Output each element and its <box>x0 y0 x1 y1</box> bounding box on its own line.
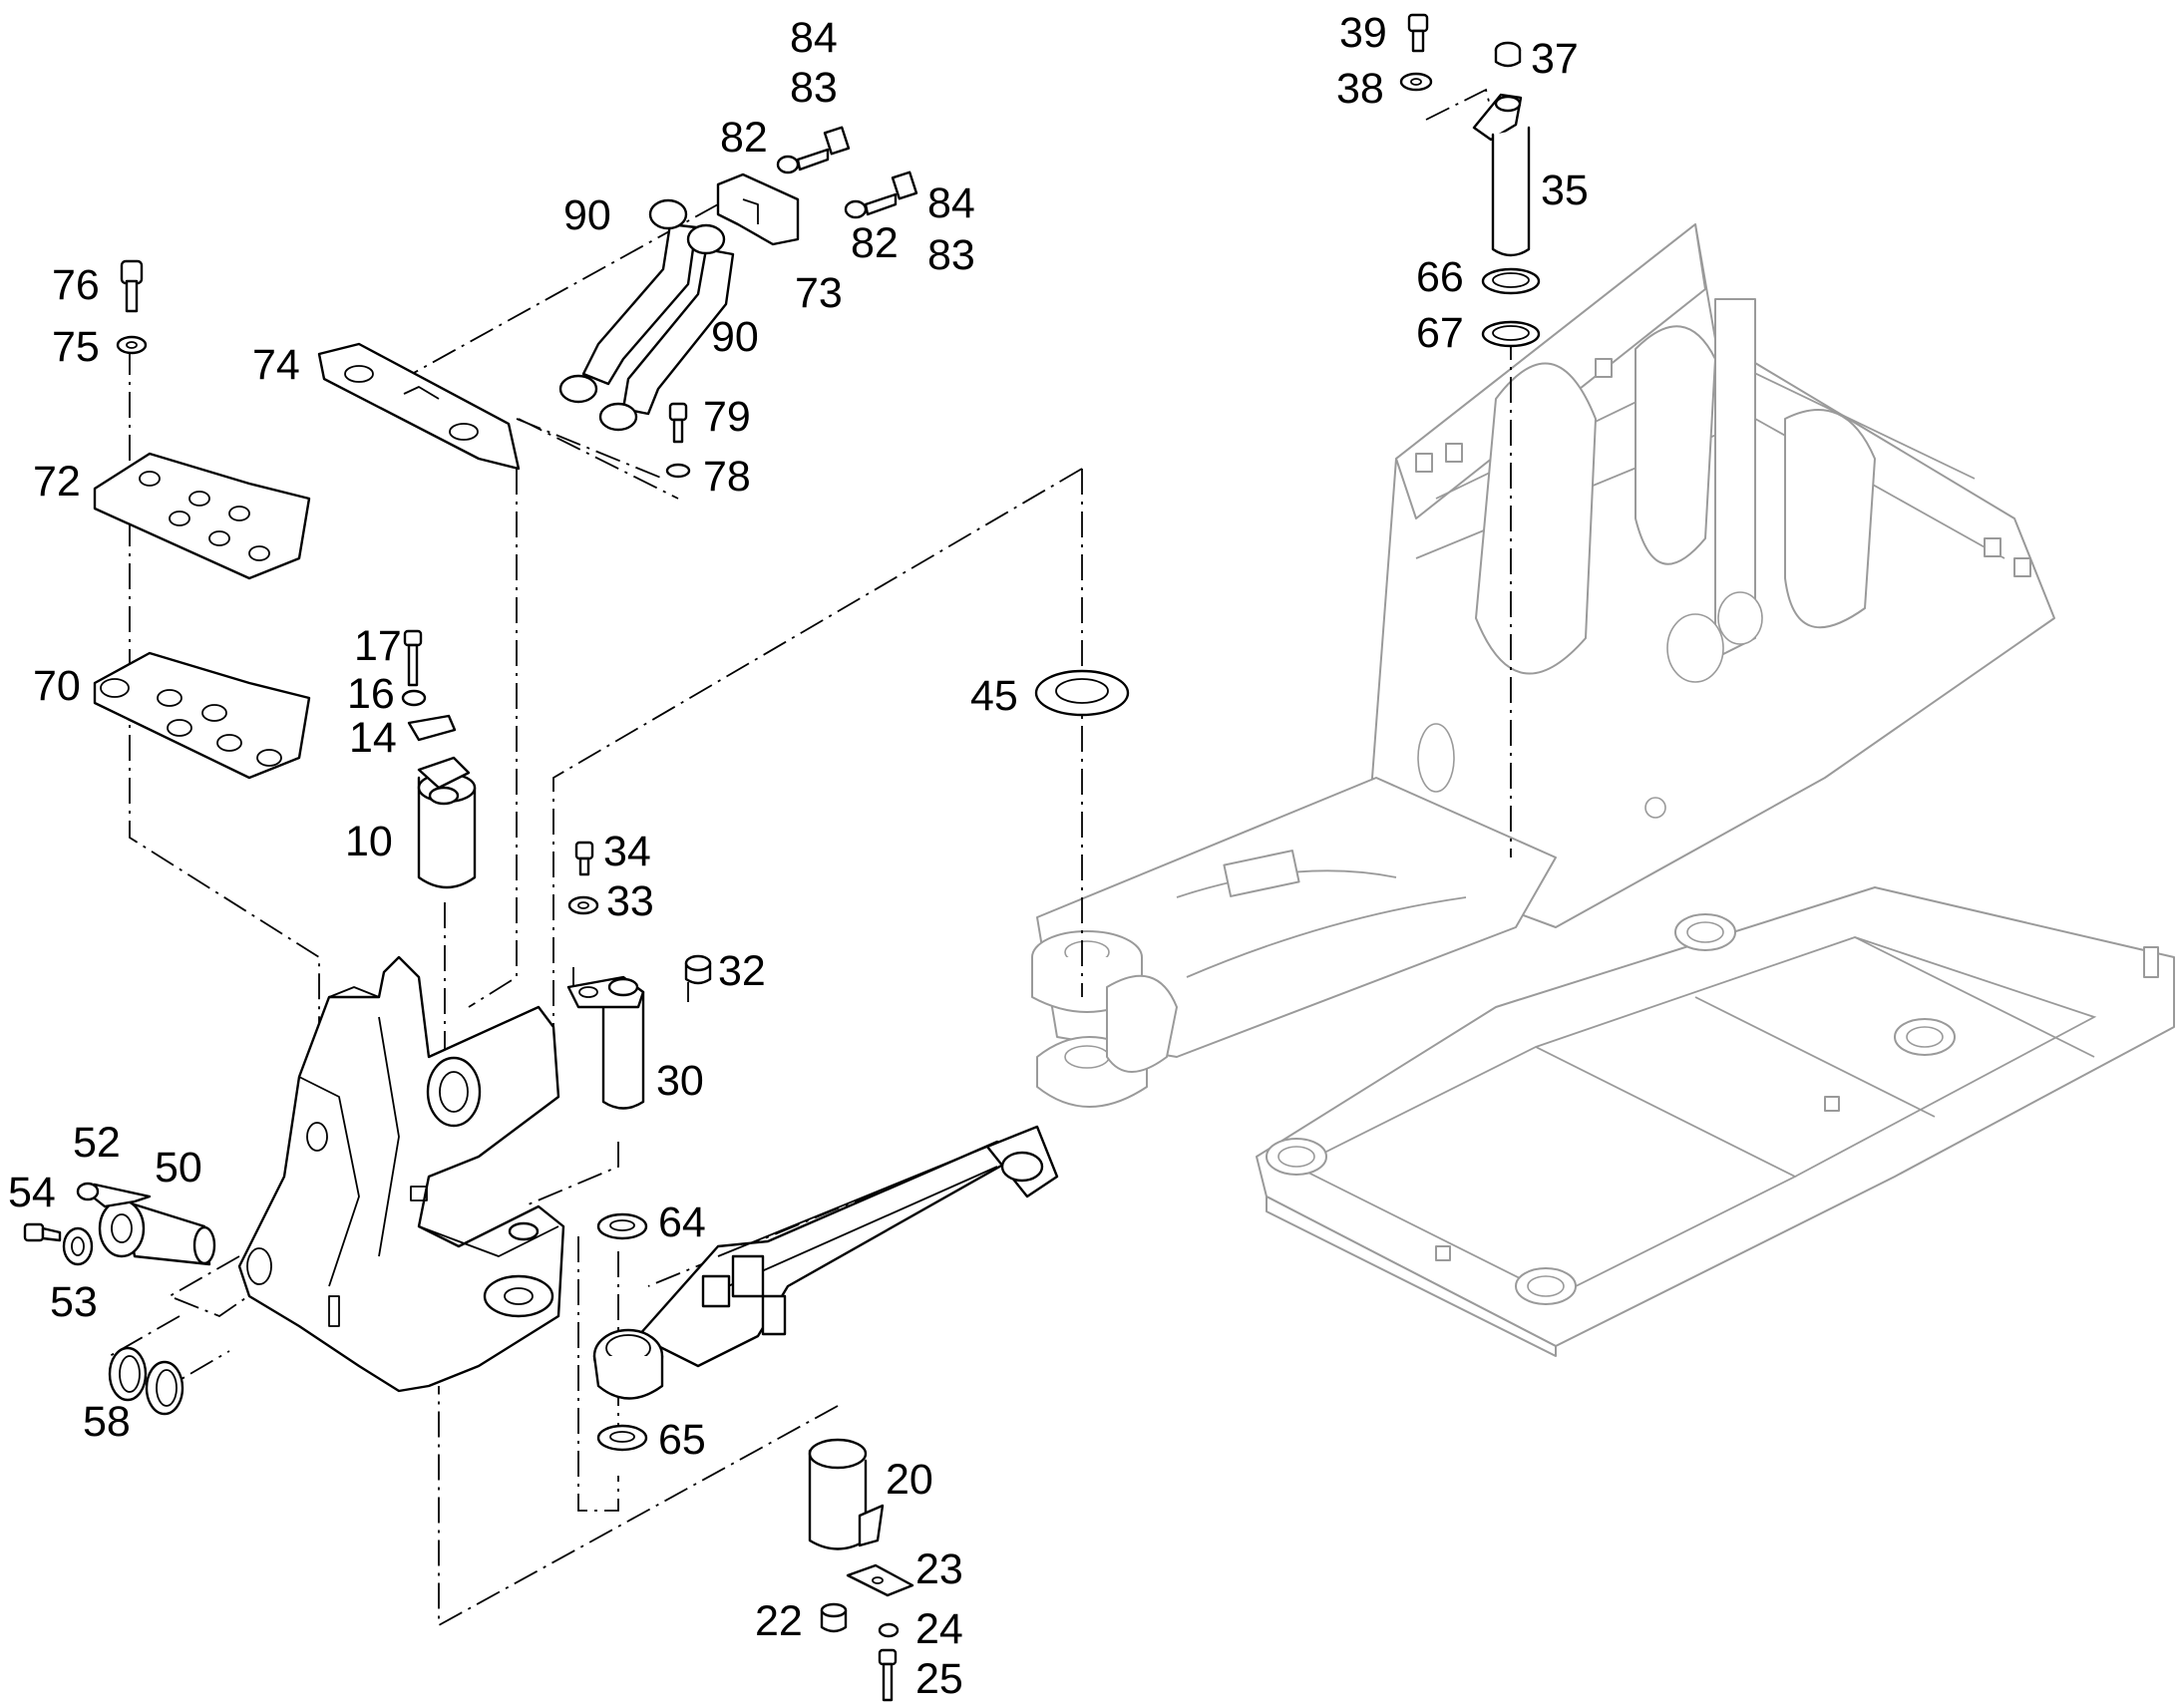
callout-90: 90 <box>711 313 759 361</box>
callout-37: 37 <box>1531 35 1579 83</box>
callout-67: 67 <box>1416 309 1464 357</box>
pivot-block <box>237 955 565 1393</box>
callout-54: 54 <box>8 1169 56 1216</box>
callout-58: 58 <box>83 1398 131 1446</box>
callout-82: 82 <box>720 114 768 162</box>
bolts-82-83-84 <box>776 126 918 219</box>
callout-76: 76 <box>52 261 100 309</box>
tubes-90 <box>558 198 735 432</box>
callout-45: 45 <box>970 672 1018 720</box>
callout-25: 25 <box>915 1655 963 1703</box>
callout-83: 83 <box>790 64 838 112</box>
bolt-34-washer-33-cap-32 <box>567 841 712 985</box>
seals-64-65 <box>596 1212 648 1452</box>
callout-14: 14 <box>349 714 397 762</box>
circlips-58 <box>108 1346 184 1416</box>
callout-74: 74 <box>252 341 300 389</box>
pin-20-assembly <box>808 1438 914 1702</box>
callout-82: 82 <box>851 219 899 267</box>
callout-83: 83 <box>927 231 975 279</box>
callout-30: 30 <box>656 1057 704 1105</box>
bolt-76-washer-75 <box>116 259 148 355</box>
callout-78: 78 <box>703 453 751 501</box>
callout-35: 35 <box>1541 167 1589 214</box>
callout-32: 32 <box>718 947 766 995</box>
pin-30 <box>566 975 645 1110</box>
callout-65: 65 <box>658 1416 706 1464</box>
callout-39: 39 <box>1339 9 1387 57</box>
callout-22: 22 <box>755 1597 803 1645</box>
callout-73: 73 <box>795 269 843 317</box>
callout-79: 79 <box>703 393 751 441</box>
callout-17: 17 <box>354 622 402 670</box>
callout-53: 53 <box>50 1278 98 1326</box>
clamp-73 <box>716 172 800 246</box>
callout-23: 23 <box>915 1545 963 1593</box>
callout-64: 64 <box>658 1198 706 1246</box>
plate-72 <box>93 452 311 580</box>
callout-50: 50 <box>155 1144 202 1192</box>
callout-75: 75 <box>52 323 100 371</box>
callout-70: 70 <box>33 662 81 710</box>
callout-52: 52 <box>73 1119 121 1167</box>
callout-84: 84 <box>927 179 975 227</box>
seal-45 <box>1034 669 1130 717</box>
hydraulic-cylinder <box>592 1125 1059 1400</box>
callout-34: 34 <box>603 828 651 875</box>
callout-33: 33 <box>606 877 654 925</box>
pin-10 <box>417 756 477 889</box>
callout-72: 72 <box>33 458 81 506</box>
chassis-frame <box>1031 223 2175 1357</box>
callout-38: 38 <box>1336 65 1384 113</box>
pin-50-assembly <box>23 1182 216 1266</box>
callout-66: 66 <box>1416 253 1464 301</box>
callout-20: 20 <box>886 1456 933 1504</box>
pin-35-assembly <box>1399 13 1541 348</box>
callout-16: 16 <box>347 670 395 718</box>
callout-90: 90 <box>563 191 611 239</box>
callout-84: 84 <box>790 14 838 62</box>
callout-labels: 84 83 82 90 84 82 83 73 90 76 75 74 79 7… <box>8 9 1589 1703</box>
pipe-support-74 <box>317 342 521 471</box>
callout-10: 10 <box>345 818 393 865</box>
plate-70 <box>93 651 311 780</box>
bolt-17-washer-16-clip-14 <box>401 629 457 742</box>
callout-24: 24 <box>915 1605 963 1653</box>
bolt-79-washer-78 <box>665 402 691 479</box>
